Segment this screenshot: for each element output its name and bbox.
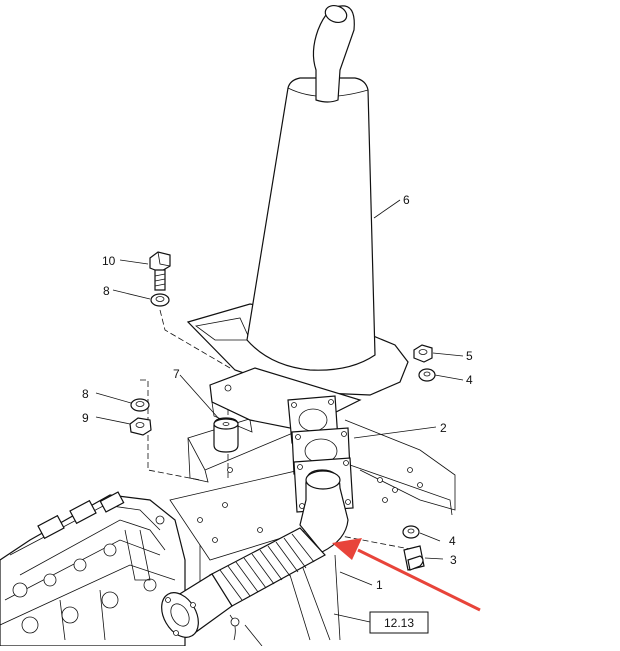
- reference-box-label: 12.13: [384, 616, 414, 630]
- callout-6: 6: [403, 193, 410, 207]
- callout-4-upper: 4: [466, 373, 473, 387]
- washer-8-upper: [150, 293, 170, 307]
- red-pointer-arrow: [332, 538, 481, 612]
- callout-8-upper: 8: [103, 284, 110, 298]
- exhaust-pipe: [161, 469, 349, 647]
- leader-lines: [95, 199, 464, 623]
- callout-7: 7: [173, 367, 180, 381]
- bolt-10: [149, 251, 171, 291]
- callout-labels: 10 8 8 9 7 6 5 4 2 4 3 1: [82, 193, 473, 592]
- washer-4-upper: [418, 368, 436, 382]
- muffler: [186, 4, 409, 433]
- callout-9: 9: [82, 411, 89, 425]
- callout-3: 3: [450, 553, 457, 567]
- rubber-mount-7: [213, 417, 239, 453]
- callout-5: 5: [466, 349, 473, 363]
- washer-4-lower: [402, 525, 420, 539]
- callout-10: 10: [102, 254, 116, 268]
- reference-box: 12.13: [369, 611, 429, 634]
- callout-2: 2: [440, 421, 447, 435]
- callout-4-lower: 4: [449, 534, 456, 548]
- bellows-ribs: [219, 533, 315, 601]
- washer-8-lower: [130, 398, 150, 412]
- engine-block: [0, 491, 186, 647]
- callout-8-lower: 8: [82, 387, 89, 401]
- bolt-3: [403, 545, 425, 571]
- callout-1: 1: [376, 578, 383, 592]
- nut-5: [413, 344, 433, 363]
- nut-9: [129, 417, 152, 436]
